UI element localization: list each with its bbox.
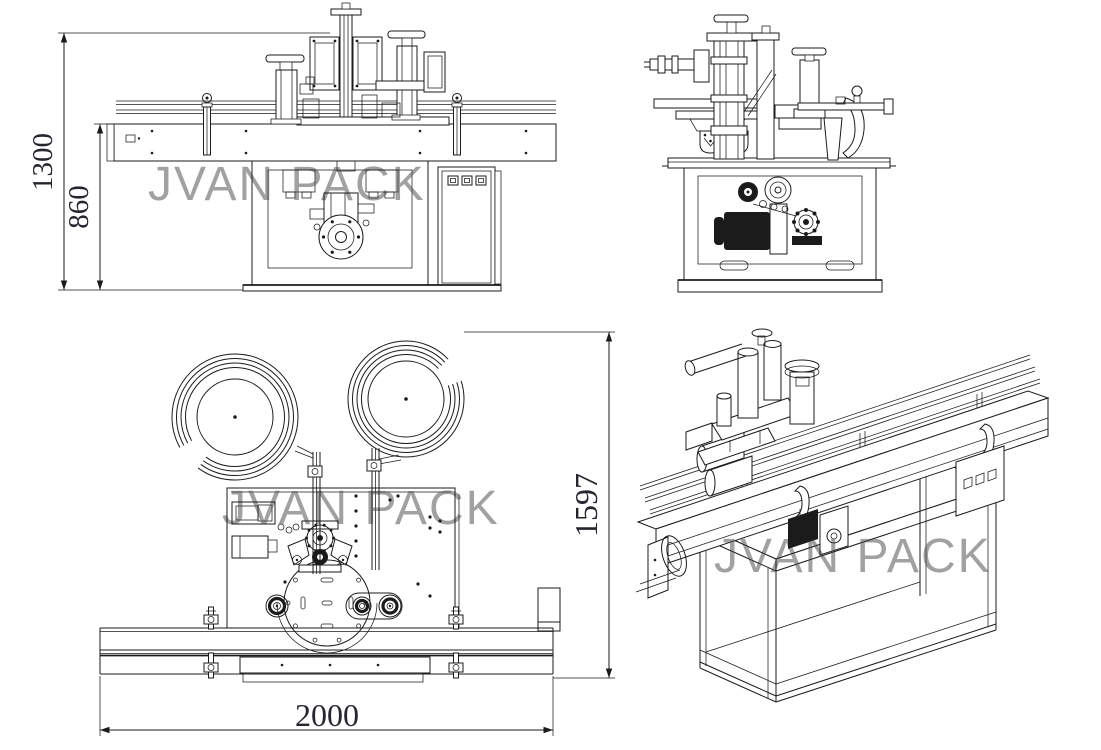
iso-head-assembly: [684, 328, 820, 466]
plan-roller-left: [265, 594, 289, 618]
watermark-iso: JVAN PACK: [714, 530, 992, 583]
front-cylinder-left: [265, 54, 305, 125]
dim-text-2000: 2000: [295, 697, 359, 733]
dimension-plan-length: 2000: [99, 676, 554, 736]
dimension-plan-depth: 1597: [464, 331, 615, 679]
front-base-plate: [242, 284, 502, 292]
plan-clamp-right: [448, 606, 464, 679]
iso-drive-motor: [788, 505, 849, 556]
dim-text-1597: 1597: [568, 473, 604, 537]
dimension-front-conveyor-height: 860: [63, 123, 122, 290]
iso-control-panel: [955, 445, 1005, 517]
conveyor-bolt-dots: [150, 129, 528, 155]
plan-coil-left: [171, 353, 299, 481]
plan-roller-pair-right: [345, 592, 403, 620]
front-base-housing: [251, 160, 429, 286]
plan-coil-right: [347, 340, 465, 458]
watermark-plan: JVAN PACK: [222, 482, 500, 535]
front-labeling-head: [265, 2, 450, 126]
front-cylinder-right: [387, 30, 426, 121]
side-view: [644, 14, 896, 293]
front-conveyor-rails: [116, 100, 556, 114]
dim-text-1300: 1300: [27, 133, 59, 191]
dim-text-860: 860: [63, 185, 95, 229]
iso-view: JVAN PACK: [635, 328, 1050, 703]
dimension-front-total-height: 1300: [27, 32, 330, 291]
side-sprocket: [792, 208, 820, 236]
front-control-cabinet: [437, 166, 502, 288]
side-base: [677, 279, 883, 293]
side-table: [662, 157, 896, 169]
plan-end-box-base: [537, 621, 561, 632]
iso-end-drum: [635, 535, 687, 599]
side-head-assembly: [644, 14, 894, 161]
plan-tape-right: [366, 448, 402, 570]
plan-sensor-boxes: [231, 501, 300, 559]
front-conveyor-body: [106, 123, 557, 162]
iso-capper-cylinder: [784, 359, 820, 425]
plan-end-box: [537, 587, 561, 623]
front-rail-clamp-right: [451, 93, 463, 156]
front-rail-clamp-left: [201, 93, 213, 156]
plan-clamp-left: [203, 606, 219, 679]
cabinet-buttons: [447, 175, 487, 186]
front-motor-flange: [318, 214, 364, 260]
side-cylinder-right: [791, 47, 827, 119]
plan-view: 2000 1597 JVAN PACK: [99, 331, 615, 736]
plan-tape-left: [294, 445, 323, 574]
side-cabinet: [683, 167, 877, 281]
iso-cylinder-group: [716, 340, 782, 427]
plan-conveyor: [99, 627, 554, 683]
watermark-front: JVAN PACK: [148, 158, 426, 211]
front-view: 1300 860 JVAN PACK: [27, 2, 557, 292]
